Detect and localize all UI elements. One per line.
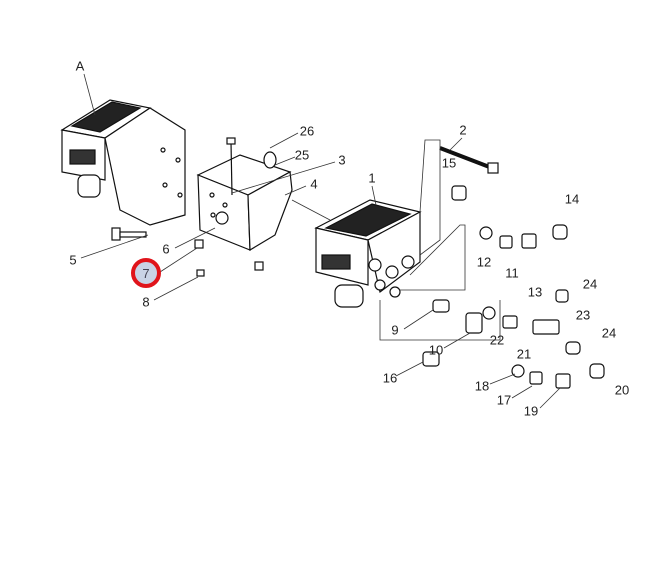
- callout-7-highlighted[interactable]: 7: [131, 258, 161, 288]
- callout-14: 14: [564, 191, 580, 207]
- callout-1: 1: [368, 170, 376, 186]
- callout-23: 23: [575, 307, 591, 323]
- callout-8: 8: [142, 294, 150, 310]
- screw-7: [194, 239, 204, 249]
- callout-24-top: 24: [582, 276, 598, 292]
- callout-24-bottom: 24: [601, 325, 617, 341]
- callout-25: 25: [294, 147, 310, 163]
- callout-19: 19: [523, 403, 539, 419]
- bracket-3: [196, 137, 293, 271]
- callout-10: 10: [428, 342, 444, 358]
- callout-26: 26: [299, 123, 315, 139]
- callout-15: 15: [441, 155, 457, 171]
- callout-21: 21: [516, 346, 532, 362]
- bolt-2: [439, 146, 499, 174]
- callout-a: A: [75, 58, 85, 74]
- leader-lines: [80, 73, 561, 409]
- callout-20: 20: [614, 382, 630, 398]
- fittings: [422, 185, 605, 389]
- callout-22: 22: [489, 332, 505, 348]
- callout-6: 6: [162, 241, 170, 257]
- module-a: [60, 99, 186, 226]
- callout-17: 17: [496, 392, 512, 408]
- callout-2: 2: [459, 122, 467, 138]
- callout-18: 18: [474, 378, 490, 394]
- callout-4: 4: [310, 176, 318, 192]
- callout-12: 12: [476, 254, 492, 270]
- nut-8: [196, 269, 205, 277]
- bolt-5: [111, 227, 147, 241]
- callout-3: 3: [338, 152, 346, 168]
- callout-16: 16: [382, 370, 398, 386]
- callout-9: 9: [391, 322, 399, 338]
- module-1: [314, 199, 422, 308]
- callout-13: 13: [527, 284, 543, 300]
- callout-5: 5: [69, 252, 77, 268]
- callout-11: 11: [505, 265, 519, 281]
